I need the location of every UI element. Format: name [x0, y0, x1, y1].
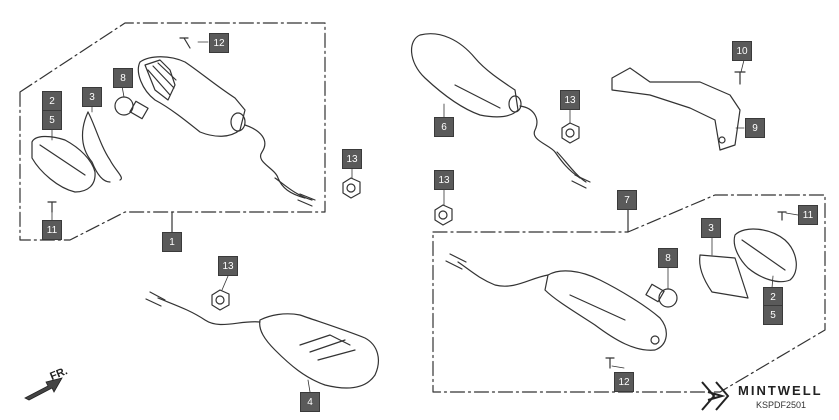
front-left-signal-body: [137, 56, 246, 137]
nut-13a: [342, 177, 361, 199]
screw-11a: [47, 201, 57, 213]
callout-2a: 2: [42, 91, 62, 111]
callout-13c: 13: [560, 90, 580, 110]
bulb-right: [658, 288, 678, 308]
callout-12a: 12: [209, 33, 229, 53]
gasket-right: [699, 254, 749, 299]
callout-13d: 13: [434, 170, 454, 190]
group-7-outline: [432, 194, 826, 393]
lens-left: [31, 135, 96, 193]
rear-left-signal-body: [259, 313, 379, 389]
callout-2b: 2: [763, 287, 783, 307]
callout-6: 6: [434, 117, 454, 137]
screw-12a: [179, 37, 191, 49]
callout-5b: 5: [763, 305, 783, 325]
bracket-9: [611, 67, 741, 151]
brand-logo-mark: [701, 381, 730, 411]
screw-11b: [777, 211, 787, 221]
gasket-left: [87, 111, 122, 181]
front-left-wire: [244, 124, 306, 199]
callout-10: 10: [732, 41, 752, 61]
callout-13a: 13: [342, 149, 362, 169]
callout-3b: 3: [701, 218, 721, 238]
callout-8a: 8: [113, 68, 133, 88]
rear-right-signal-body: [544, 270, 667, 351]
callout-11b: 11: [798, 205, 818, 225]
callout-9: 9: [745, 118, 765, 138]
screw-12b: [605, 357, 615, 369]
nut-13c: [561, 122, 580, 144]
nut-13d: [434, 204, 453, 226]
group-1-outline: [19, 22, 326, 241]
callout-12b: 12: [614, 372, 634, 392]
callout-7: 7: [617, 190, 637, 210]
rear-left-wire: [157, 297, 261, 326]
nut-13b: [211, 289, 230, 311]
front-right-wire: [519, 105, 581, 179]
rear-right-wire: [457, 261, 549, 287]
callout-11a: 11: [42, 220, 62, 240]
bolt-10: [734, 71, 746, 85]
brand-name: MINTWELL: [738, 383, 823, 398]
lens-right: [733, 228, 797, 283]
callout-1: 1: [162, 232, 182, 252]
callout-8b: 8: [658, 248, 678, 268]
diagram-code: KSPDF2501: [756, 400, 807, 410]
callout-3a: 3: [82, 87, 102, 107]
front-direction-arrow: [24, 377, 63, 401]
front-right-signal-body: [411, 33, 522, 118]
callout-5a: 5: [42, 110, 62, 130]
callout-13b: 13: [218, 256, 238, 276]
callout-4: 4: [300, 392, 320, 412]
